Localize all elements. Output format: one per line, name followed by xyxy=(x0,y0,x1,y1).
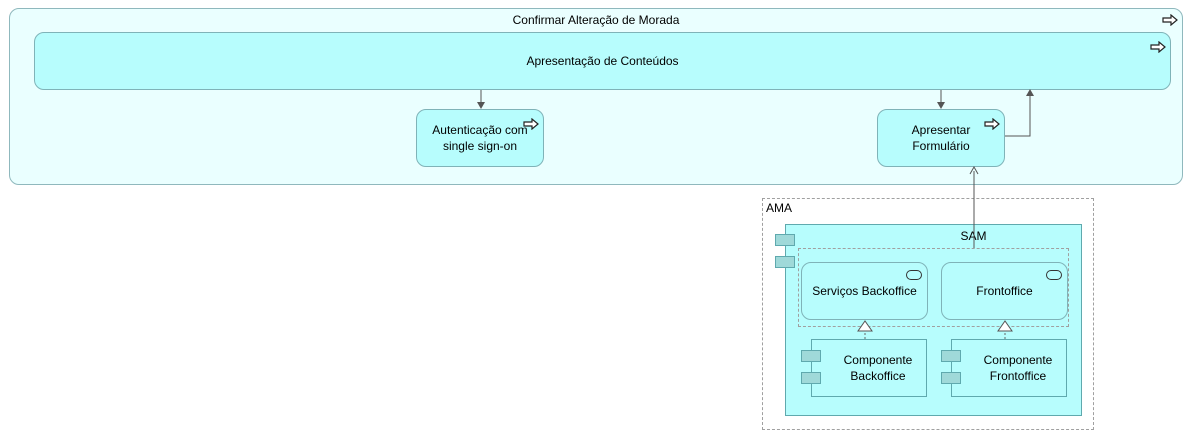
form-label: Apresentar Formulário xyxy=(911,123,971,153)
process-title: Confirmar Alteração de Morada xyxy=(512,13,680,27)
service-pill-icon xyxy=(1046,270,1062,280)
auth-label: Autenticação com single sign-on xyxy=(432,123,528,153)
service-backoffice[interactable]: Serviços Backoffice xyxy=(801,262,928,320)
service-frontoffice-label: Frontoffice xyxy=(976,284,1033,298)
component-icon xyxy=(941,350,961,362)
component-backoffice[interactable]: Componente Backoffice xyxy=(811,339,927,397)
service-backoffice-label: Serviços Backoffice xyxy=(812,284,917,298)
service-pill-icon xyxy=(906,270,922,280)
component-frontoffice[interactable]: Componente Frontoffice xyxy=(951,339,1067,397)
process-arrow-icon xyxy=(984,118,1000,130)
component-backoffice-label: Componente Backoffice xyxy=(843,353,913,383)
group-ama[interactable]: AMA xyxy=(762,198,1094,430)
process-arrow-icon xyxy=(1162,14,1178,26)
process-arrow-icon xyxy=(523,118,539,130)
component-icon xyxy=(941,372,961,384)
component-icon xyxy=(775,256,795,268)
component-frontoffice-label: Componente Frontoffice xyxy=(983,353,1053,383)
component-icon xyxy=(801,372,821,384)
app-label: SAM xyxy=(960,229,987,243)
services-grouping xyxy=(798,248,1069,327)
process-autenticacao[interactable]: Autenticação com single sign-on xyxy=(416,109,544,167)
process-apresentacao-conteudos[interactable]: Apresentação de Conteúdos xyxy=(34,32,1171,90)
service-frontoffice[interactable]: Frontoffice xyxy=(941,262,1068,320)
process-arrow-icon xyxy=(1150,41,1166,53)
presentation-label: Apresentação de Conteúdos xyxy=(526,54,679,68)
component-icon xyxy=(801,350,821,362)
component-icon xyxy=(775,234,795,246)
process-apresentar-formulario[interactable]: Apresentar Formulário xyxy=(877,109,1005,167)
group-label: AMA xyxy=(766,201,793,215)
